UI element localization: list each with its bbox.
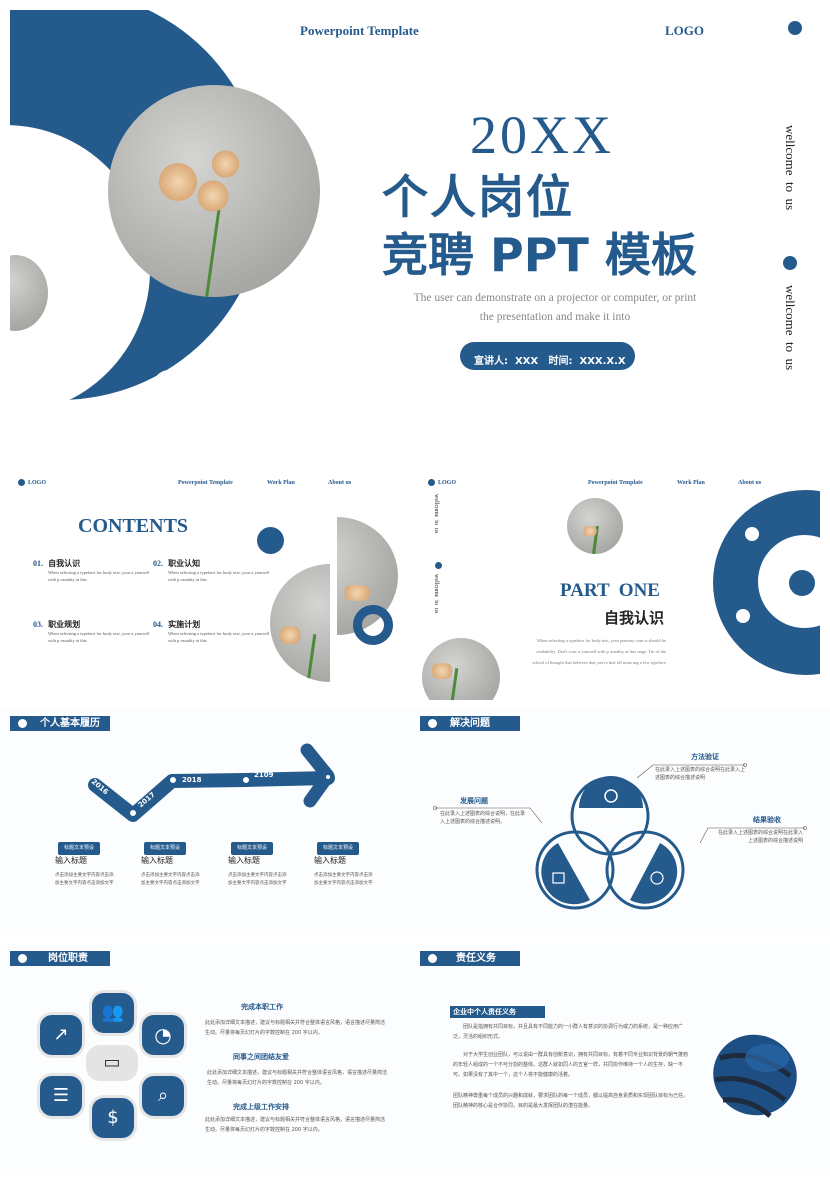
venn-fill-top [579,776,643,808]
solve-slide: 解决问题 输入标题 输入标题 输入标题 方法验证在此录入上述图表的综合说明在此录… [415,708,830,934]
white-dot [736,609,750,623]
note-develop: 发展问题在此录入上述图表的综合说明，在此录入上述图表的综合描述说明。 [440,797,526,825]
nav-about-us[interactable]: About us [738,480,762,486]
section-header: 个人基本履历 [10,716,110,731]
note-method: 方法验证在此录入上述图表的综合说明在此录入上述图表的综合描述说明 [655,753,746,781]
paragraph: 团队精神尊重每个成员的兴趣和成就，要求团队的每一个成员，都以提高自身素质和实现团… [453,1093,689,1109]
logo: LOGO [438,480,457,486]
paragraph: 对于大学生创业团队，可以说由一群具有创新意识，拥有共同目标，有着不同专业知识背景… [453,1052,689,1078]
growth-chart-icon: ↗ [40,1015,82,1055]
nav-work-plan[interactable]: Work Plan [267,480,295,486]
presenter-pill: 宣讲人: XXX 时间: XXX.X.X [460,342,635,370]
subtitle-line-2: the presentation and make it into [479,311,631,323]
contents-title: CONTENTS [78,515,189,537]
monitor-icon: ▭ [86,1045,138,1081]
flower-photo [108,85,320,297]
responsibility-slide: 责任义务 企业中个人责任义务 团队是指拥有共同目标，并且具有不同能力的一小群人有… [415,943,830,1170]
resume-card: 标题文本预设输入标题点击添加主要文字内容点击添加主要文字内容点击添加文字 [314,842,374,888]
vertical-text-2: wellcome to us [783,285,798,371]
section-header: 责任义务 [420,951,520,966]
timeline-node [324,773,332,781]
presenter-text: 宣讲人: XXX 时间: XXX.X.X [474,356,626,367]
subtitle-line-1: The user can demonstrate on a projector … [413,292,697,304]
dot-icon [788,21,802,35]
duty-item: 完成上级工作安排此处添加详细文本描述，建议与标题相关并符合整体语言风格，语言描述… [205,1103,386,1133]
search-globe-icon: ⌕ [142,1076,184,1116]
part-body: When selecting a typeface for body text,… [532,638,666,665]
flower-photo-bottom [422,638,500,700]
dot-icon [783,256,797,270]
timeline-node [168,775,178,785]
logo-dot [18,479,25,486]
striped-sphere-graphic [713,1034,797,1118]
resume-card: 标题文本预设输入标题点击添加主要文字内容点击添加主要文字内容点击添加文字 [228,842,288,888]
venn-diagram [433,763,807,910]
resume-slide: 个人基本履历 2016 2017 2018 2109 标题文本预设输入标题点击添… [0,708,415,934]
venn-fill-left [541,843,590,905]
dot-icon [435,562,442,569]
vertical-text-1: wellcome to us [433,494,439,534]
section-header: 解决问题 [420,716,520,731]
blue-dot [257,527,284,554]
logo-dot [428,479,435,486]
nav-powerpoint-template[interactable]: Powerpoint Template [178,480,233,486]
logo: LOGO [665,23,705,38]
part-one-slide: LOGO Powerpoint Template Work Plan About… [420,472,820,700]
venn-circle [605,830,685,910]
timeline-arrow [88,743,335,822]
vertical-text-1: wellcome to us [783,125,798,211]
venn-circle [535,830,615,910]
blue-ring [353,605,393,645]
cover-slide: Powerpoint Template LOGO 20XX 个人岗位 竞聘 PP… [10,10,820,465]
contents-slide: LOGO Powerpoint Template Work Plan About… [10,472,410,700]
blue-center-dot [789,570,815,596]
white-dot [745,527,759,541]
card-tag: 标题文本预设 [317,842,359,855]
nav-powerpoint-template[interactable]: Powerpoint Template [588,480,643,486]
thumbs-up-icon [552,872,565,884]
subheader: 企业中个人责任义务 [450,1006,545,1018]
card-tag: 标题文本预设 [144,842,186,855]
card-tag: 标题文本预设 [58,842,100,855]
part-title: PART ONE [560,580,660,601]
coins-icon: ☰ [40,1076,82,1116]
nav-work-plan[interactable]: Work Plan [677,480,705,486]
white-dot [153,370,185,402]
duties-slide: 岗位职责 👥 ◔ ⌕ $ ☰ ↗ ▭ 完成本职工作此处添加详细文本描述，建议与标… [0,943,415,1170]
year-label: 2018 [182,776,202,784]
people-icon: 👥 [92,993,134,1033]
resume-card: 标题文本预设输入标题点击添加主要文字内容点击添加主要文字内容点击添加文字 [141,842,201,888]
venn-label-top: 输入标题 [598,817,623,824]
pie-chart-icon: ◔ [142,1015,184,1055]
card-tag: 标题文本预设 [231,842,273,855]
piggy-bank-icon [650,871,664,885]
nav-about-us[interactable]: About us [328,480,352,486]
title-line-2: 竞聘 PPT 模板 [382,228,697,282]
part-subtitle: 自我认识 [604,609,665,627]
timeline-node [128,808,138,818]
paragraph: 团队是指拥有共同目标，并且具有不同能力的一小群人有意识的协调行为或力的系统，是一… [453,1024,684,1040]
gear-icon [604,789,618,803]
duty-item: 完成本职工作此处添加详细文本描述，建议与标题相关并符合整体语言风格，语言描述尽量… [205,1003,386,1036]
note-result: 结果验收在此录入上述图表的综合说明在此录入上述图表的综合描述说明 [717,816,803,844]
resume-card: 标题文本预设输入标题点击添加主要文字内容点击添加主要文字内容点击添加文字 [55,842,115,888]
year: 20XX [470,105,614,165]
top-label: Powerpoint Template [300,23,419,38]
flower-photo-top [567,498,623,554]
dollar-shield-icon: $ [92,1098,134,1138]
logo: LOGO [28,480,47,486]
section-header: 岗位职责 [10,951,110,966]
title-line-1: 个人岗位 [382,170,574,224]
vertical-text-2: wellcome to us [433,574,439,614]
duty-item: 同事之间团结友爱此处添加详细文本描述，建议与标题相关并符合整体语言风格，语言描述… [207,1053,388,1086]
timeline-node [241,775,251,785]
year-label: 2109 [254,771,274,779]
